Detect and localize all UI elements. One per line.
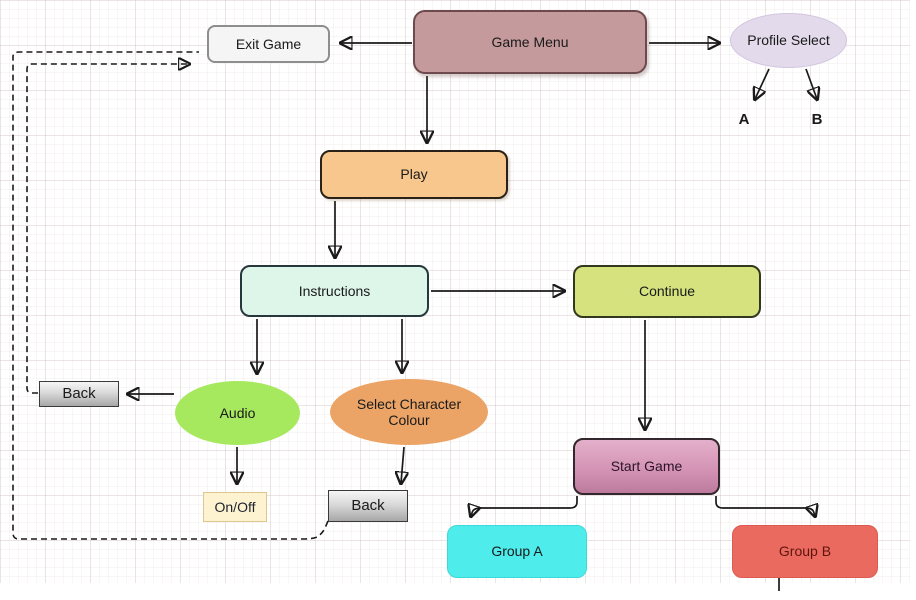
- node-group-b-label: Group B: [778, 543, 832, 560]
- grid-background: [0, 0, 910, 583]
- node-profile-option-a[interactable]: A: [733, 110, 755, 128]
- node-game-menu-label: Game Menu: [491, 33, 569, 50]
- node-group-b[interactable]: Group B: [732, 525, 878, 578]
- node-instructions[interactable]: Instructions: [240, 265, 429, 317]
- node-back-from-audio[interactable]: Back: [39, 381, 119, 407]
- node-exit-game-label: Exit Game: [235, 35, 302, 52]
- node-profile-select-label: Profile Select: [747, 32, 830, 49]
- node-select-character-colour[interactable]: Select Character Colour: [330, 379, 488, 445]
- node-on-off[interactable]: On/Off: [203, 492, 267, 522]
- node-select-character-colour-label: Select Character Colour: [356, 395, 462, 428]
- node-profile-option-b[interactable]: B: [806, 110, 828, 128]
- node-play[interactable]: Play: [320, 150, 508, 199]
- node-back-from-character[interactable]: Back: [328, 490, 408, 522]
- profile-option-a-label: A: [738, 110, 750, 128]
- node-continue[interactable]: Continue: [573, 265, 761, 318]
- profile-option-b-label: B: [811, 110, 823, 128]
- node-instructions-label: Instructions: [298, 282, 371, 299]
- node-exit-game[interactable]: Exit Game: [207, 25, 330, 63]
- node-audio-label: Audio: [219, 404, 256, 421]
- node-on-off-label: On/Off: [214, 498, 256, 515]
- node-back-from-audio-label: Back: [62, 385, 96, 403]
- node-audio[interactable]: Audio: [175, 381, 300, 445]
- node-profile-select[interactable]: Profile Select: [730, 13, 847, 68]
- node-game-menu[interactable]: Game Menu: [413, 10, 647, 74]
- node-group-a-label: Group A: [491, 543, 543, 560]
- node-play-label: Play: [400, 166, 428, 183]
- node-continue-label: Continue: [638, 283, 696, 300]
- node-start-game[interactable]: Start Game: [573, 438, 720, 495]
- node-back-from-character-label: Back: [351, 497, 385, 515]
- node-start-game-label: Start Game: [610, 458, 683, 475]
- node-group-a[interactable]: Group A: [447, 525, 587, 578]
